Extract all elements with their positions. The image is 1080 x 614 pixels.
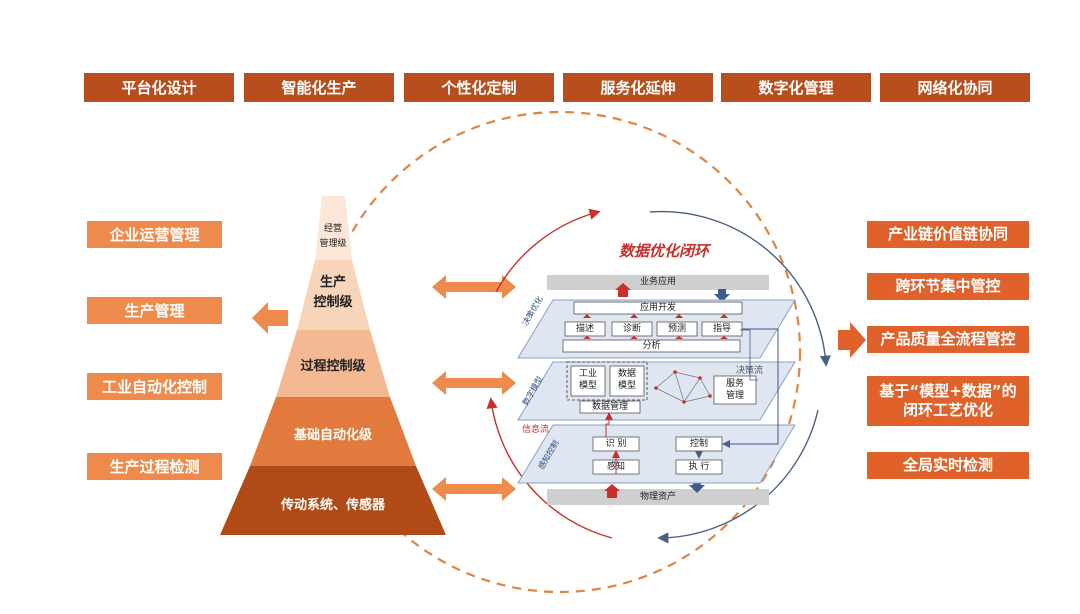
business-app-bar	[547, 275, 769, 290]
decision-flow-label: 决策流	[736, 366, 764, 376]
up-arrow-top	[615, 283, 631, 297]
header-item-digital-management: 数字化管理	[721, 73, 871, 102]
left-item-enterprise-operation: 企业运营管理	[87, 221, 222, 248]
right-item-chain-collaboration: 产业链价值链协同	[867, 221, 1029, 248]
analyze-label: 分析	[642, 341, 661, 351]
sense-label: 感知	[606, 462, 625, 472]
header-item-platform-design: 平台化设计	[84, 73, 234, 102]
service-mgmt-line2: 管理	[725, 391, 744, 401]
header-item-service-extension: 服务化延伸	[563, 73, 713, 102]
service-mgmt-line1: 服务	[725, 379, 744, 389]
layer3-boxes	[592, 328, 779, 475]
left-arrow	[252, 302, 288, 334]
pyramid-level-2-line2: 控制级	[313, 295, 353, 310]
control-label: 控制	[689, 439, 708, 449]
pyramid-level-2-line1: 生产	[319, 275, 346, 290]
double-arrows	[432, 275, 516, 501]
pyramid	[220, 196, 446, 535]
pyramid-level-1-line1: 经营	[323, 224, 342, 234]
left-item-process-detection: 生产过程检测	[87, 453, 222, 480]
header-item-network-collaboration: 网络化协同	[880, 73, 1030, 102]
layer-sense-control	[517, 424, 796, 484]
right-item-centralized-control: 跨环节集中管控	[867, 273, 1029, 300]
industrial-model-label: 工业 模型	[571, 368, 605, 392]
arc-bottom-left	[486, 397, 613, 539]
app-dev-label: 应用开发	[639, 303, 676, 313]
right-item-closed-loop-optimization: 基于“模型+数据”的闭环工艺优化	[867, 376, 1029, 426]
predict-label: 预测	[667, 324, 686, 334]
pyramid-level-1-line2: 管理级	[319, 239, 347, 249]
layer1-boxes	[562, 301, 743, 353]
data-model-label: 数据 模型	[610, 368, 644, 392]
pyramid-level-1	[315, 196, 352, 260]
pyramid-level-4	[250, 397, 416, 466]
recognize-label: 识 别	[605, 439, 627, 449]
left-item-industrial-automation: 工业自动化控制	[87, 373, 222, 400]
header-item-customization: 个性化定制	[404, 73, 554, 102]
up-arrow-bottom	[604, 484, 620, 498]
pyramid-level-4-label: 基础自动化级	[293, 428, 372, 443]
arc-top-left	[495, 208, 601, 293]
down-arrow-top	[714, 289, 730, 302]
business-app-label: 业务应用	[639, 277, 676, 287]
data-model-line1: 数据	[617, 369, 636, 379]
industrial-model-line1: 工业	[578, 369, 597, 379]
pyramid-level-3	[276, 330, 390, 397]
pyramid-level-5	[220, 466, 446, 535]
data-model-line2: 模型	[617, 381, 636, 391]
loop-title: 数据优化闭环	[618, 242, 709, 260]
describe-label: 描述	[575, 324, 594, 334]
right-item-quality-control: 产品质量全流程管控	[867, 326, 1029, 353]
pyramid-level-2	[297, 260, 370, 330]
physical-assets-bar	[547, 489, 769, 505]
guide-label: 指导	[712, 324, 731, 334]
diagnose-label: 诊断	[622, 324, 641, 334]
data-management-label: 数据管理	[591, 402, 628, 412]
right-arrow	[838, 322, 866, 358]
arc-top-right	[649, 210, 831, 367]
service-management-label: 服务 管理	[714, 378, 756, 402]
pyramid-level-3-label: 过程控制级	[300, 359, 366, 374]
header-item-smart-production: 智能化生产	[244, 73, 394, 102]
industrial-model-line2: 模型	[578, 381, 597, 391]
pyramid-level-5-label: 传动系统、传感器	[280, 498, 385, 513]
left-item-production-management: 生产管理	[87, 297, 222, 324]
pyramid-level-1-label: 经营 管理级	[308, 222, 358, 252]
physical-assets-label: 物理资产	[639, 492, 676, 502]
pyramid-level-2-label: 生产 控制级	[300, 273, 366, 313]
right-item-global-monitoring: 全局实时检测	[867, 452, 1029, 479]
info-flow-label: 信息流	[522, 425, 550, 435]
execute-label: 执 行	[688, 462, 710, 472]
layer2-boxes	[566, 361, 757, 414]
